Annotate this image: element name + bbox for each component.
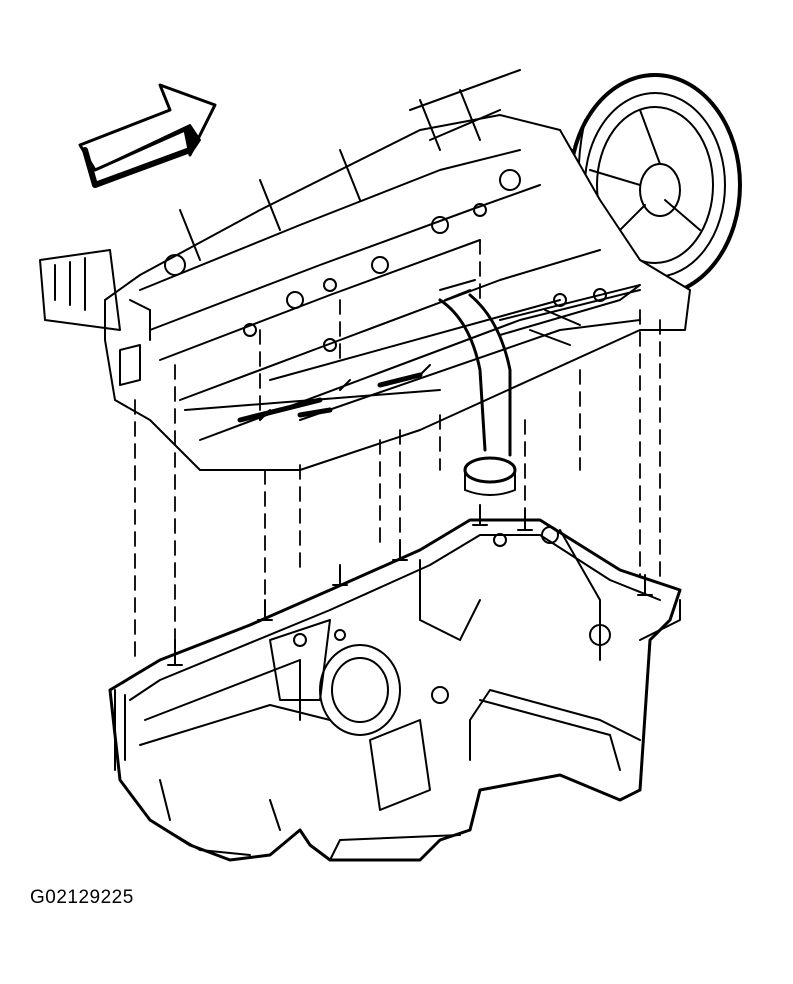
oil-pan (108, 518, 682, 862)
oil-pickup-tube (438, 279, 517, 496)
direction-arrow-icon (78, 83, 217, 188)
figure-code: G02129225 (30, 887, 134, 908)
bolt-alignment-lines (134, 239, 661, 661)
oil-pan-bolts (167, 504, 653, 666)
engine-block (39, 69, 691, 471)
